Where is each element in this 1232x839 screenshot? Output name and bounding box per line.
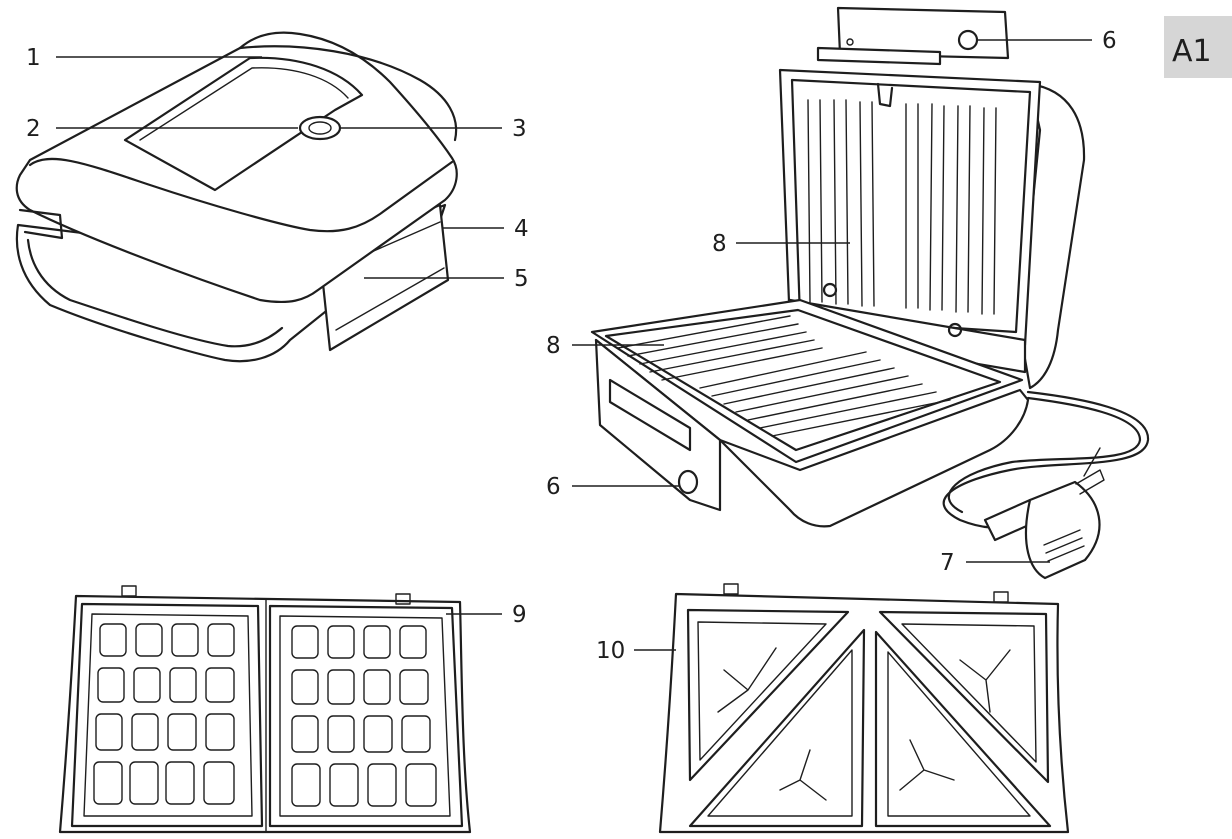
callout-2-label: 2	[26, 116, 41, 142]
callout-9: 9	[446, 602, 527, 628]
callout-9-label: 9	[512, 602, 527, 628]
callout-4-label: 4	[514, 216, 529, 242]
open-appliance-drawing	[590, 6, 1150, 580]
callout-1: 1	[26, 45, 262, 71]
callout-2: 2	[26, 116, 298, 142]
waffle-plate-drawing	[58, 585, 472, 834]
badge-label: A1	[1172, 34, 1212, 69]
callout-1-label: 1	[26, 45, 41, 71]
callout-8-top-label: 8	[712, 231, 727, 257]
closed-appliance-drawing	[15, 31, 458, 363]
callout-5: 5	[364, 266, 529, 292]
callout-6-top: 6	[976, 28, 1117, 54]
callout-5-label: 5	[514, 266, 529, 292]
callout-8-bottom-label: 8	[546, 333, 561, 359]
callout-7-label: 7	[940, 550, 955, 576]
callout-8-top: 8	[712, 231, 850, 257]
callout-3-label: 3	[512, 116, 527, 142]
callout-3: 3	[340, 116, 527, 142]
callout-6-bottom: 6	[546, 474, 680, 500]
callout-4: 4	[442, 216, 529, 242]
figure-badge: A1	[1164, 16, 1232, 78]
sandwich-plate-drawing	[658, 583, 1070, 834]
callout-6-top-label: 6	[1102, 28, 1117, 54]
callout-6-bottom-label: 6	[546, 474, 561, 500]
callout-8-bottom: 8	[546, 333, 664, 359]
callout-7: 7	[940, 550, 1050, 576]
callout-10-label: 10	[596, 638, 625, 664]
callout-10: 10	[596, 638, 676, 664]
